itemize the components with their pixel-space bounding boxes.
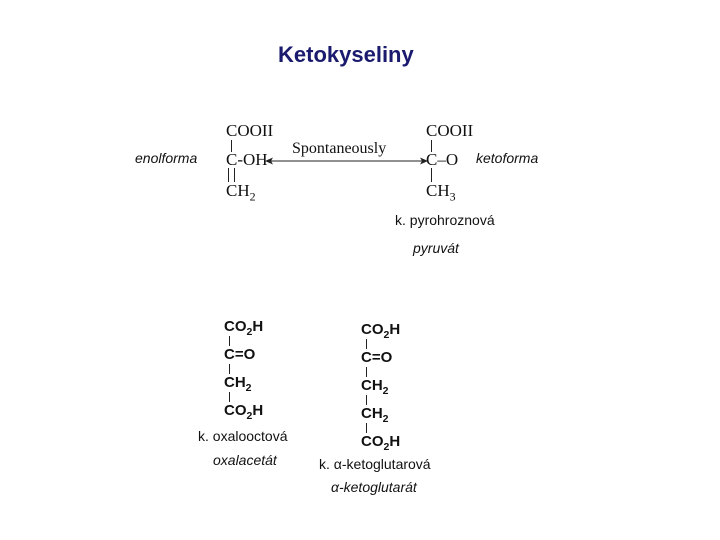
keto-methyl: CH3 <box>426 181 456 204</box>
ketoglutarate-row-1-sub: 2 <box>383 329 390 341</box>
ketoglutarate-row-4-sub: 2 <box>382 413 389 425</box>
ketoglutarate-name: α-ketoglutarát <box>331 479 417 495</box>
oxaloacetate-row-4-sub: 2 <box>246 410 253 422</box>
ketoglutarate-bond-1 <box>366 339 367 349</box>
ketoglutarate-row-1: CO2H <box>361 321 400 341</box>
keto-carbonyl: C–O <box>426 150 459 169</box>
oxaloacetate-row-1-sub: 2 <box>246 326 253 338</box>
ketoglutarate-row-1-main: CO <box>361 321 384 338</box>
oxaloacetate-row-1-main: CO <box>224 318 247 335</box>
oxaloacetate-row-2: C=O <box>224 346 255 363</box>
oxaloacetate-row-2-main: C=O <box>224 346 256 363</box>
oxaloacetate-row-3: CH2 <box>224 374 252 394</box>
oxaloacetate-bond-2 <box>229 364 230 374</box>
oxaloacetate-row-4-tail: H <box>252 402 264 419</box>
keto-methyl-main: CH <box>426 181 450 200</box>
ketoglutarate-row-4-main: CH <box>361 405 383 422</box>
oxaloacetate-bond-1 <box>229 336 230 346</box>
oxaloacetate-row-3-main: CH <box>224 374 246 391</box>
equilibrium-arrow <box>265 157 428 165</box>
enol-carboxyl: COOII <box>226 121 274 140</box>
enol-hydroxyl-carbon: C-OH <box>226 150 268 169</box>
oxaloacetate-row-3-sub: 2 <box>245 382 252 394</box>
ketoglutarate-row-1-tail: H <box>389 321 401 338</box>
pyruvic-acid-name: k. pyrohroznová <box>395 212 495 228</box>
ketoglutarate-row-5: CO2H <box>361 433 400 453</box>
ketoglutarate-row-5-tail: H <box>389 433 401 450</box>
ketoglutarate-bond-3 <box>366 395 367 405</box>
enol-methylene-sub: 2 <box>249 189 256 204</box>
ketoglutarate-row-3-main: CH <box>361 377 383 394</box>
oxaloacetate-row-4-main: CO <box>224 402 247 419</box>
oxaloacetate-bond-3 <box>229 392 230 402</box>
keto-bond-2 <box>431 168 432 182</box>
ketoglutarate-row-5-main: CO <box>361 433 384 450</box>
keto-carboxyl: COOII <box>426 121 474 140</box>
oxaloacetic-acid-name: k. oxalooctová <box>198 428 288 444</box>
ketoglutarate-bond-2 <box>366 367 367 377</box>
keto-form-label: ketoforma <box>476 150 539 166</box>
oxaloacetate-row-4: CO2H <box>224 402 263 422</box>
ketoglutarate-row-3-sub: 2 <box>382 385 389 397</box>
ketoglutarate-row-3: CH2 <box>361 377 389 397</box>
arrow-label: Spontaneously <box>292 140 387 157</box>
ketoglutarate-row-5-sub: 2 <box>383 441 390 453</box>
enol-methylene-main: CH <box>226 181 250 200</box>
enol-form-label: enolforma <box>135 150 198 166</box>
enol-double-bond <box>228 168 235 182</box>
ketoglutarate-row-2-main: C=O <box>361 349 393 366</box>
ketoglutaric-acid-name: k. α-ketoglutarová <box>319 456 431 472</box>
oxaloacetate-row-1: CO2H <box>224 318 263 338</box>
pyruvate-name: pyruvát <box>413 240 459 256</box>
oxaloacetate-name: oxalacetát <box>213 452 277 468</box>
ketoglutarate-bond-4 <box>366 423 367 433</box>
keto-methyl-sub: 3 <box>449 189 456 204</box>
ketoglutarate-row-4: CH2 <box>361 405 389 425</box>
ketoglutarate-structure: CO2H C=O CH2 CH2 CO2H <box>361 321 421 453</box>
oxaloacetate-row-1-tail: H <box>252 318 264 335</box>
ketoglutarate-row-2: C=O <box>361 349 392 366</box>
oxaloacetate-structure: CO2H C=O CH2 CO2H <box>224 318 284 422</box>
enol-bond-1 <box>231 140 232 152</box>
page-title: Ketokyseliny <box>278 42 414 67</box>
keto-bond-1 <box>431 140 432 152</box>
enol-methylene: CH2 <box>226 181 256 204</box>
